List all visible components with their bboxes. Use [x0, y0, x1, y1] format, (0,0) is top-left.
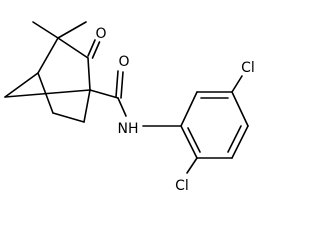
ring-bond-3: [231, 91, 249, 127]
bond-amide-carbon-nitrogen: [117, 97, 127, 117]
ring-bond-4-inner: [227, 125, 242, 153]
bond-ch2-bridgehead: [83, 89, 91, 123]
ketone-oxygen-label: O: [95, 26, 106, 42]
ketone-group: O: [87, 26, 107, 59]
bond-methyl-1: [32, 21, 59, 39]
ring-bond-1: [180, 91, 198, 127]
amide-double-bond-b: [120, 71, 124, 99]
ring-bond-6-inner: [187, 127, 201, 153]
amide-double-bond-a: [115, 70, 119, 98]
ketone-double-bond-a: [87, 39, 96, 57]
bicyclic-core: [4, 21, 91, 123]
chlorine-bottom-label: Cl: [175, 178, 189, 194]
bond-ring-chlorine-top: [231, 75, 243, 93]
amide-nh-label: NH: [118, 121, 139, 137]
dichlorophenyl-ring: Cl Cl: [175, 60, 255, 194]
amide-oxygen-label: O: [118, 54, 129, 70]
ring-bond-6: [180, 125, 198, 159]
bond-bridge-bridgehead: [4, 89, 91, 98]
bond-bridgehead-top-bridge: [4, 72, 39, 98]
bond-cgem-ccarbonyl: [57, 37, 89, 59]
bond-cgem-bridgehead-top: [37, 37, 59, 74]
bond-methyl-2: [57, 21, 87, 39]
chlorine-top-label: Cl: [241, 60, 255, 76]
ring-bond-4: [231, 125, 249, 159]
bond-bridgehead-amide-carbon: [89, 89, 119, 99]
bond-ch2-ch2: [52, 112, 85, 123]
bond-bridgehead-top-ch2: [37, 72, 54, 114]
amide-group: O NH: [89, 54, 182, 137]
ketone-double-bond-b: [91, 41, 101, 59]
molecule-structure: O O NH Cl Cl: [4, 21, 255, 194]
bond-ring-chlorine-bottom: [186, 157, 198, 174]
bond-ccarbonyl-bridgehead: [87, 57, 91, 91]
